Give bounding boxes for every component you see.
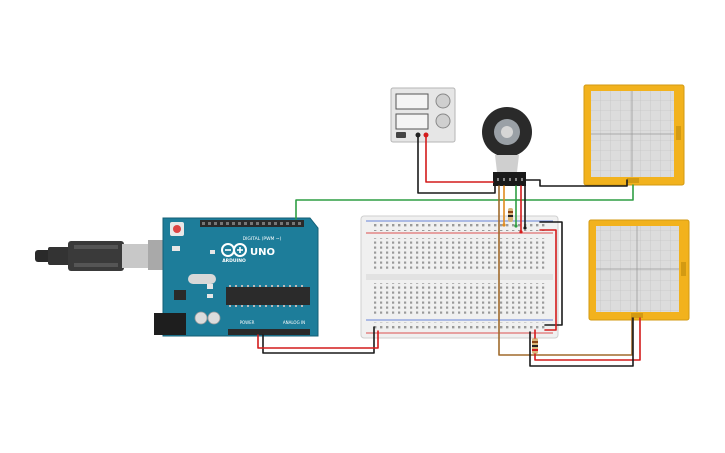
wire-green-signal[interactable] [295,184,634,220]
resistor[interactable] [508,208,513,222]
capacitor [207,311,221,325]
capacitor [194,311,208,325]
breadboard[interactable] [360,215,559,339]
current-knob[interactable] [435,113,451,129]
arduino-logo-icon [221,243,247,257]
resistor[interactable] [532,338,538,354]
wire-black-supply[interactable] [417,136,496,194]
reset-button-cap[interactable] [173,225,181,233]
power-switch[interactable] [396,132,406,138]
voltage-display [395,93,429,110]
bottom-power-rail[interactable] [372,322,548,331]
wire-black-arduino-gnd[interactable] [262,326,375,354]
wire-red-arduino-5v[interactable] [257,330,379,349]
voltage-knob[interactable] [435,93,451,109]
microcontroller-chip [226,287,310,305]
board-model-label: UNO [250,247,275,258]
center-channel [366,274,553,280]
terminal-strip-lower[interactable] [372,283,548,316]
dc-motor-encoder[interactable] [482,107,532,186]
wire-black-scope1[interactable] [525,179,628,187]
power-header-label: POWER [240,320,255,325]
wire-red-scope2[interactable] [534,317,641,361]
power-analog-header[interactable] [228,329,310,335]
probe-connector[interactable] [627,178,639,183]
top-power-rail[interactable] [372,223,548,231]
oscilloscope-bottom[interactable] [588,219,690,321]
current-display [395,113,429,130]
digital-pwm-label: DIGITAL (PWM ~) [243,236,282,242]
wire-black-scope2[interactable] [529,317,634,367]
crystal-oscillator [188,274,216,284]
dc-power-supply[interactable] [390,87,456,143]
negative-terminal[interactable] [415,132,421,138]
oscilloscope-top[interactable] [583,84,685,186]
usb-cable[interactable] [35,240,170,271]
wire-brown-scope2[interactable] [498,185,633,356]
wire-black-rail[interactable] [539,221,563,326]
board-brand-label: ARDUINO [222,258,246,264]
power-jack[interactable] [154,313,186,335]
wire-red-supply[interactable] [425,136,494,183]
arduino-uno-board[interactable]: DIGITAL (PWM ~) UNO ARDUINO [154,217,319,337]
encoder-ribbon [495,155,519,172]
oscilloscope-side-label-icon [676,126,681,140]
oscilloscope-side-label-icon [681,262,686,276]
positive-terminal[interactable] [423,132,429,138]
terminal-strip-upper[interactable] [372,238,548,271]
motor-shaft [501,126,513,138]
analog-header-label: ANALOG IN [283,320,305,325]
probe-connector[interactable] [631,313,643,318]
wire-red-rail[interactable] [539,229,557,331]
usb-plug-metal [122,244,150,268]
